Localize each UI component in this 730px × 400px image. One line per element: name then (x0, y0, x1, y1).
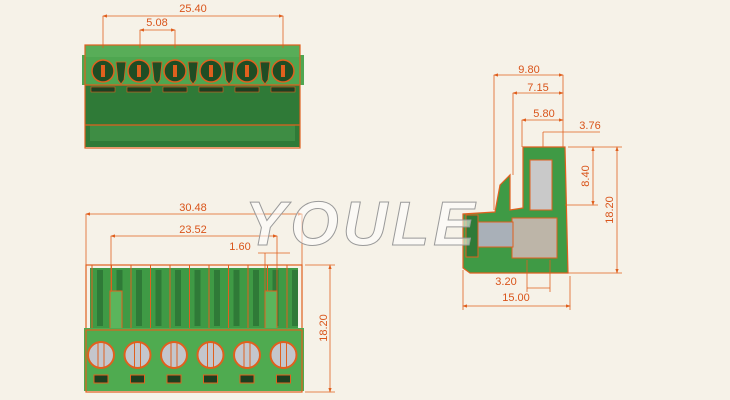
front-ribs (90, 268, 298, 330)
front-view: 30.48 23.52 1.60 18.20 (84, 202, 335, 393)
top-view: 25.40 5.08 (82, 3, 304, 149)
wire-entry-icon (87, 341, 115, 369)
dim-30-48: 30.48 (179, 202, 207, 214)
release-slot (130, 374, 145, 384)
wire-entry-icon (160, 341, 188, 369)
watermark-logo: YOULE (245, 190, 479, 259)
wire-entry-icon (196, 341, 225, 369)
dim-9-80: 9.80 (518, 64, 539, 76)
front-body (84, 328, 304, 391)
release-slot (276, 374, 291, 384)
dim-23-52: 23.52 (179, 224, 207, 236)
dim-25-40: 25.40 (179, 3, 207, 15)
dim-5-08: 5.08 (146, 17, 167, 29)
wire-entry-icon (233, 341, 261, 369)
dim-front-18-20: 18.20 (318, 314, 330, 342)
dim-3-76: 3.76 (579, 120, 600, 132)
dim-15-00: 15.00 (502, 292, 530, 304)
release-slot (203, 374, 218, 384)
side-view: 9.80 7.15 5.80 3.76 8.40 18.20 3.20 15.0… (462, 64, 622, 310)
release-slot (239, 374, 255, 384)
dim-5-80: 5.80 (533, 108, 554, 120)
release-slot (93, 374, 109, 384)
wire-entry-icon (269, 341, 298, 369)
release-slot (166, 374, 182, 384)
dim-8-40: 8.40 (580, 165, 592, 186)
dim-side-18-20: 18.20 (604, 196, 616, 224)
dim-3-20: 3.20 (495, 276, 516, 288)
wire-entry-icon (123, 341, 152, 369)
dim-1-60: 1.60 (229, 241, 250, 253)
dim-7-15: 7.15 (527, 82, 548, 94)
